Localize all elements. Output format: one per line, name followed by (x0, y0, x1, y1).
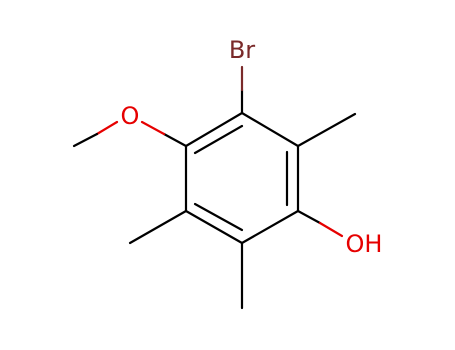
hydroxyl-label: OH (346, 230, 383, 258)
atom-labels: Br O OH (121, 36, 383, 258)
ring-bond-c6-c1 (184, 111, 244, 148)
ring-bond-c1-c2 (240, 111, 300, 148)
bond-c6-o (140, 120, 166, 136)
bond-o-methyl-red (95, 120, 119, 136)
ring-bond-c4-c5 (184, 209, 244, 245)
bond-c2-methyl (296, 112, 357, 148)
bond-c3-o (318, 221, 344, 238)
bond-c5-methyl (128, 209, 188, 245)
ring-bond-c6-c1-inner (193, 124, 244, 155)
methoxy-oxygen-label: O (121, 102, 140, 130)
bond-c6-o-dark (162, 132, 188, 148)
ring-bond-c4-c5-inner (193, 202, 244, 232)
ring-bond-c3-c4 (240, 209, 300, 245)
bond-o-methyl (72, 132, 99, 148)
bond-c3-o-dark (296, 209, 322, 225)
bonds (72, 65, 357, 310)
bromine-label: Br (229, 36, 255, 64)
